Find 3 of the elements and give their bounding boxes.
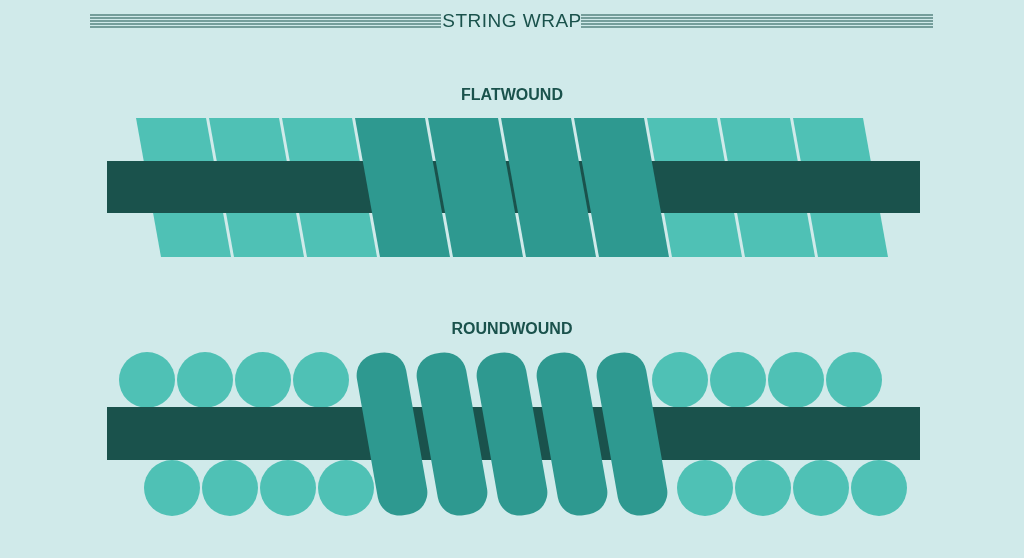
drawing-label: ROUNDWOUND [451, 320, 573, 338]
drawing-label: FLATWOUND [461, 86, 563, 104]
diagram-title: STRING WRAP [441, 10, 583, 32]
